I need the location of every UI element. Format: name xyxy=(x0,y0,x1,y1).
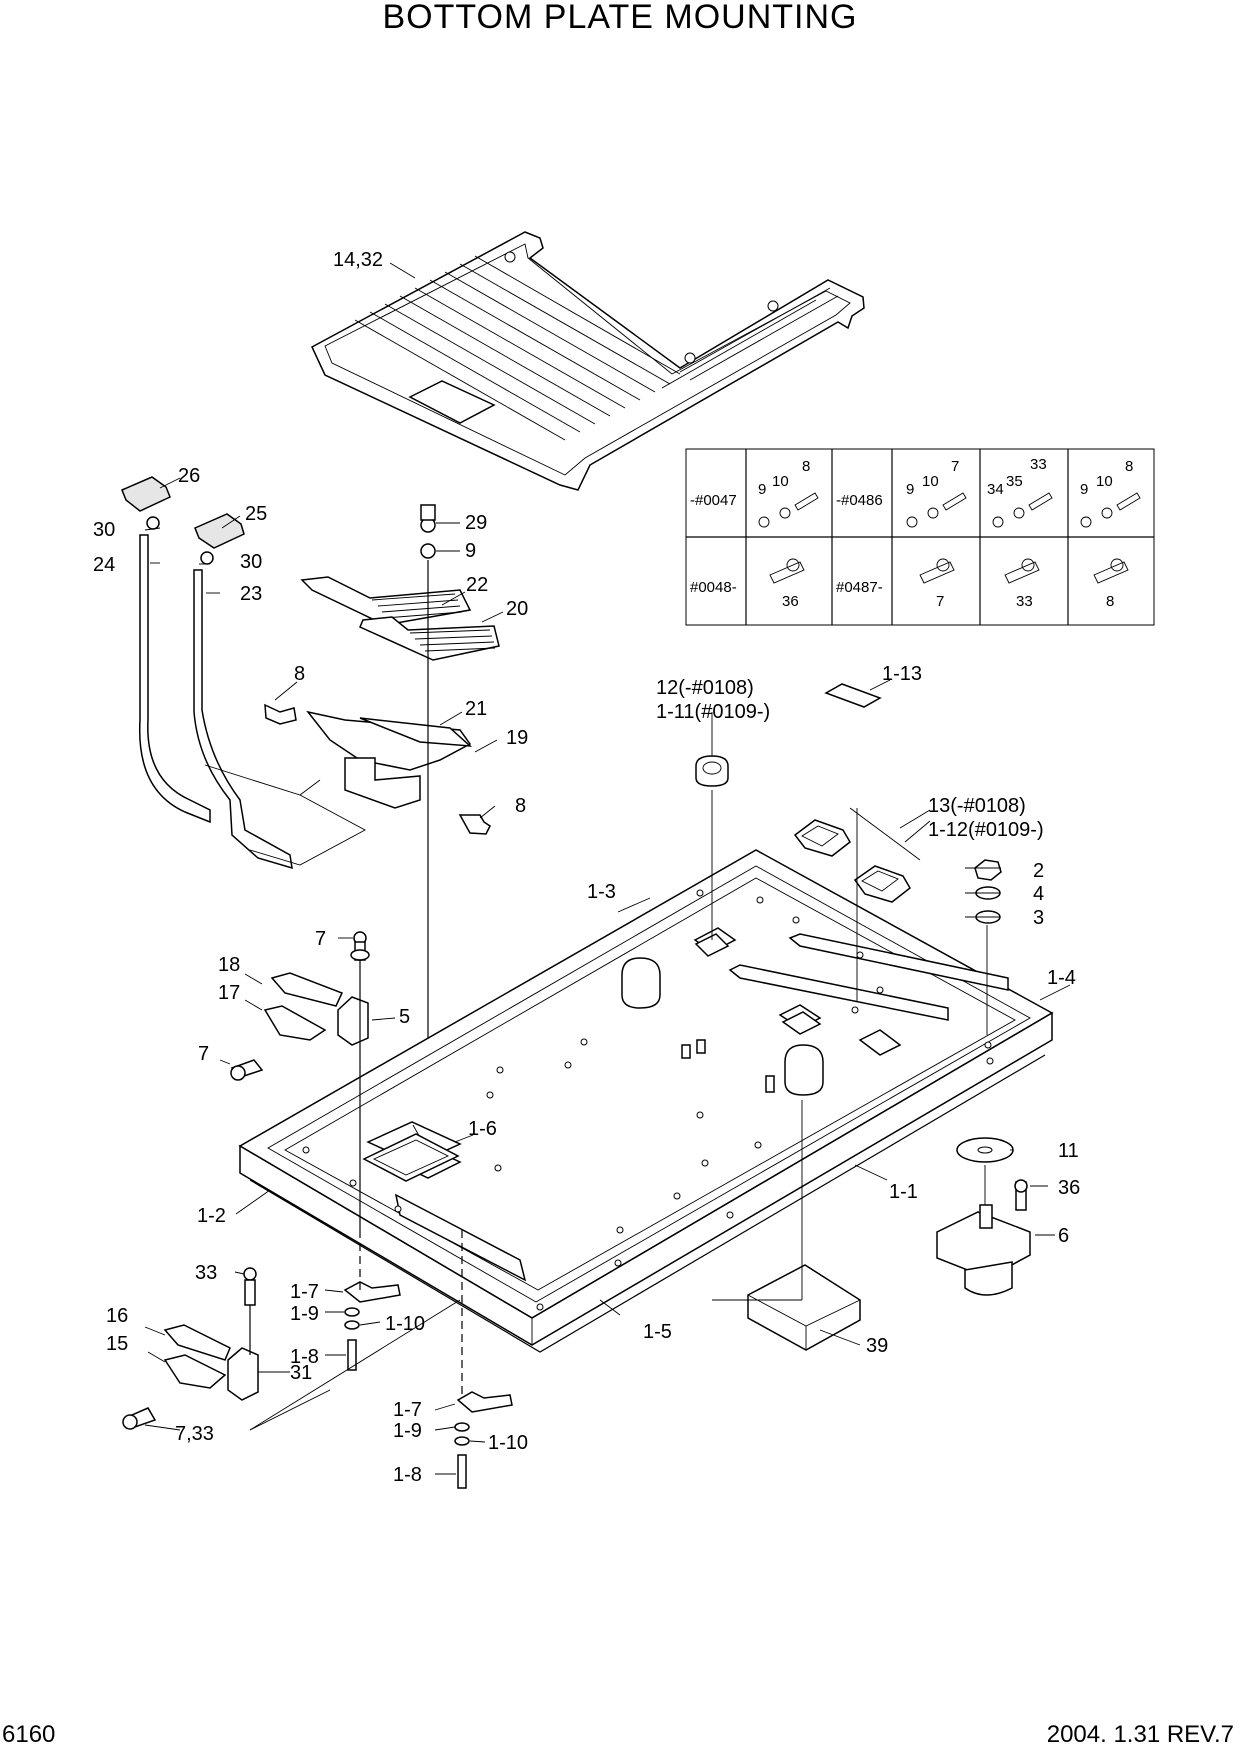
callout-31: 31 xyxy=(290,1362,312,1384)
table-part-r1c3-c: 33 xyxy=(1030,456,1047,473)
left-bracket-set-upper xyxy=(230,931,370,1230)
callout-22: 22 xyxy=(466,574,488,596)
callout-1-12: 1-12(#0109-) xyxy=(928,819,1044,841)
table-part-r1c2-c: 7 xyxy=(951,458,959,475)
callout-29: 29 xyxy=(465,512,487,534)
callout-1-3: 1-3 xyxy=(587,881,616,903)
callout-9: 9 xyxy=(465,540,476,562)
table-range-r1c2: -#0486 xyxy=(836,492,883,509)
callout-6: 6 xyxy=(1058,1225,1069,1247)
table-part-r2c2: 7 xyxy=(936,593,944,610)
date-revision: 2004. 1.31 REV.7 xyxy=(1046,1721,1234,1748)
callout-1-10-a: 1-10 xyxy=(385,1313,425,1335)
callout-11: 11 xyxy=(1058,1140,1079,1162)
callout-23: 23 xyxy=(240,583,262,605)
callout-2: 2 xyxy=(1033,860,1044,882)
callout-19: 19 xyxy=(506,727,528,749)
callout-39: 39 xyxy=(866,1335,888,1357)
table-part-r1c2-a: 9 xyxy=(906,481,914,498)
callout-labels: 14,32 26 25 30 30 24 23 29 9 22 20 8 21 … xyxy=(93,249,1080,1486)
table-part-r1c3-a: 34 xyxy=(987,481,1004,498)
callout-7-a: 7 xyxy=(315,928,326,950)
table-part-r1c4-b: 10 xyxy=(1096,473,1113,490)
callout-1-7-b: 1-7 xyxy=(393,1399,422,1421)
callout-24: 24 xyxy=(93,554,115,576)
floor-mat-drawing xyxy=(311,231,865,491)
callout-1-6: 1-6 xyxy=(468,1118,497,1140)
callout-8-b: 8 xyxy=(515,795,526,817)
callout-33: 33 xyxy=(195,1262,217,1284)
table-range-r2c2: #0487- xyxy=(836,579,883,596)
callout-7-b: 7 xyxy=(198,1043,209,1065)
callout-1-9-a: 1-9 xyxy=(290,1303,319,1325)
callout-36: 36 xyxy=(1058,1177,1080,1199)
callout-16: 16 xyxy=(106,1305,128,1327)
table-part-r2c3: 33 xyxy=(1016,593,1033,610)
page-title: BOTTOM PLATE MOUNTING xyxy=(382,0,858,36)
table-part-r1c3-b: 35 xyxy=(1006,473,1023,490)
box-39-drawing xyxy=(747,1264,861,1351)
base-plate-frame xyxy=(238,849,1054,1353)
callout-30-a: 30 xyxy=(93,519,115,541)
callout-1-1: 1-1 xyxy=(889,1181,918,1203)
callout-1-8-a: 1-8 xyxy=(290,1346,319,1368)
leader-lines xyxy=(144,262,1071,1475)
levers-drawing xyxy=(121,476,293,870)
callout-1-4: 1-4 xyxy=(1047,967,1076,989)
table-part-r1c4-c: 8 xyxy=(1125,458,1133,475)
callout-14-32: 14,32 xyxy=(333,249,383,271)
table-part-r1c4-a: 9 xyxy=(1080,481,1088,498)
callout-18: 18 xyxy=(218,954,240,976)
callout-5: 5 xyxy=(399,1006,410,1028)
callout-1-2: 1-2 xyxy=(197,1205,226,1227)
callout-13: 13(-#0108) xyxy=(928,795,1026,817)
callout-30-b: 30 xyxy=(240,551,262,573)
callout-1-11: 1-11(#0109-) xyxy=(656,701,770,723)
serial-table-labels: -#0047 9 10 8 -#0486 9 10 7 34 35 33 9 1… xyxy=(690,456,1133,610)
page-number: 6160 xyxy=(2,1721,56,1748)
callout-1-8-b: 1-8 xyxy=(393,1464,422,1486)
pedal-assembly-drawing xyxy=(264,504,500,1095)
callout-3: 3 xyxy=(1033,907,1044,929)
callout-8-a: 8 xyxy=(294,663,305,685)
callout-1-5: 1-5 xyxy=(643,1321,672,1343)
grommets-drawing xyxy=(695,683,911,903)
table-part-r1c1-b: 10 xyxy=(772,473,789,490)
callout-1-13: 1-13 xyxy=(882,663,922,685)
callout-7-33: 7,33 xyxy=(175,1423,214,1445)
table-part-r1c2-b: 10 xyxy=(922,473,939,490)
callout-1-10-b: 1-10 xyxy=(488,1432,528,1454)
table-range-r2c1: #0048- xyxy=(690,579,737,596)
callout-12: 12(-#0108) xyxy=(656,677,754,699)
callout-26: 26 xyxy=(178,465,200,487)
table-part-r1c1-c: 8 xyxy=(802,458,810,475)
serial-number-table xyxy=(685,448,1155,626)
callout-25: 25 xyxy=(245,503,267,525)
table-part-r1c1-a: 9 xyxy=(758,481,766,498)
callout-15: 15 xyxy=(106,1333,128,1355)
table-part-r2c1: 36 xyxy=(782,593,799,610)
callout-4: 4 xyxy=(1033,883,1044,905)
callout-17: 17 xyxy=(218,982,240,1004)
callout-20: 20 xyxy=(506,598,528,620)
callout-1-7-a: 1-7 xyxy=(290,1281,319,1303)
left-bracket-set-lower xyxy=(122,1267,259,1430)
callout-21: 21 xyxy=(465,698,487,720)
table-part-r2c4: 8 xyxy=(1106,593,1114,610)
callout-1-9-b: 1-9 xyxy=(393,1420,422,1442)
table-range-r1c1: -#0047 xyxy=(690,492,737,509)
